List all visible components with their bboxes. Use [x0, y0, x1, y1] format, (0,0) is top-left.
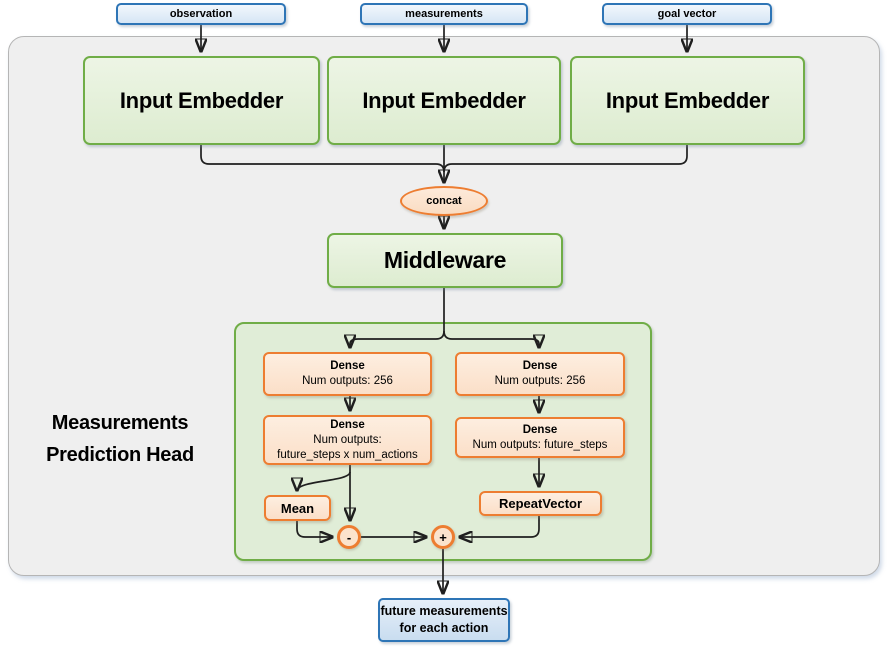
dense-right-1-detail: Num outputs: 256	[494, 375, 586, 387]
input-box-observation: observation	[116, 3, 286, 25]
input-box-goal-vector-label: goal vector	[657, 7, 717, 20]
dense-left-1-detail: Num outputs: 256	[302, 375, 393, 387]
dense-right-2: Dense Num outputs: future_steps	[455, 417, 625, 458]
output-box-line2: for each action	[399, 621, 489, 635]
middleware-box: Middleware	[327, 233, 563, 288]
dense-right-2-detail: Num outputs: future_steps	[472, 438, 608, 451]
input-box-observation-label: observation	[169, 7, 233, 20]
input-embedder-2-label: Input Embedder	[362, 87, 526, 113]
subtract-node: -	[337, 525, 361, 549]
dense-left-1: Dense Num outputs: 256	[263, 352, 432, 396]
subtract-label: -	[346, 529, 352, 545]
dense-right-1-title: Dense	[522, 360, 558, 372]
prediction-head-label-line2: Prediction Head	[46, 444, 194, 466]
input-box-measurements-label: measurements	[405, 7, 483, 20]
input-embedder-3-label: Input Embedder	[605, 87, 770, 113]
dense-left-2-detail-line1: Num outputs:	[313, 433, 382, 446]
add-node: +	[431, 525, 455, 549]
output-box-line1: future measurements	[380, 604, 508, 618]
input-embedder-1-label: Input Embedder	[119, 87, 284, 113]
prediction-head-label-line1: Measurements	[51, 412, 189, 434]
input-box-goal-vector: goal vector	[602, 3, 772, 25]
input-embedder-3: Input Embedder	[570, 56, 805, 145]
dense-left-2-title: Dense	[330, 418, 365, 431]
prediction-head-label: Measurements Prediction Head	[24, 407, 216, 471]
middleware-label: Middleware	[383, 247, 507, 273]
dense-left-1-title: Dense	[330, 360, 365, 372]
dense-left-2: Dense Num outputs: future_steps x num_ac…	[263, 415, 432, 465]
add-label: +	[439, 529, 447, 545]
output-box: future measurements for each action	[378, 598, 510, 642]
input-embedder-2: Input Embedder	[327, 56, 561, 145]
mean-label: Mean	[280, 500, 315, 516]
repeat-vector-box: RepeatVector	[479, 491, 602, 516]
concat-label: concat	[426, 195, 462, 207]
dense-left-2-detail-line2: future_steps x num_actions	[277, 448, 418, 461]
input-embedder-1: Input Embedder	[83, 56, 320, 145]
concat-node: concat	[400, 186, 488, 216]
dense-right-1: Dense Num outputs: 256	[455, 352, 625, 396]
input-box-measurements: measurements	[360, 3, 528, 25]
dense-right-2-title: Dense	[522, 423, 558, 436]
repeat-vector-label: RepeatVector	[498, 496, 583, 511]
mean-box: Mean	[264, 495, 331, 521]
